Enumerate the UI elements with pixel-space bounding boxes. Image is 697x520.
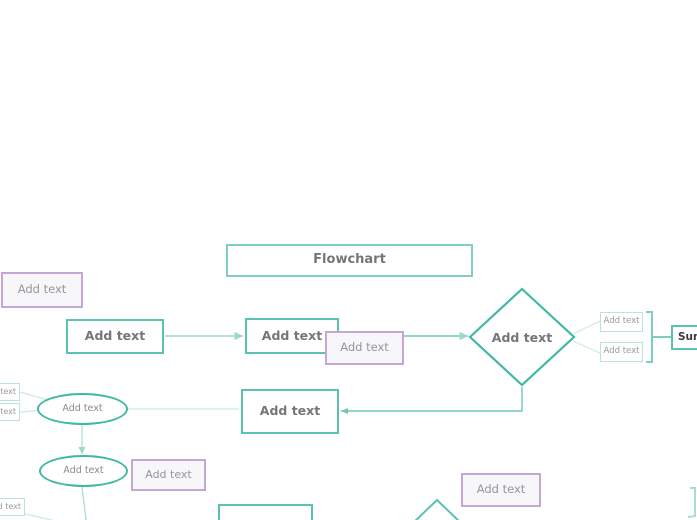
edge-tag1-ellipse1	[19, 391, 49, 401]
edge-tag3-down	[24, 513, 53, 520]
note-top-left[interactable]: Add text	[1, 272, 83, 308]
tag-left-2[interactable]: text	[0, 403, 20, 421]
note-top-left-label: Add text	[17, 282, 67, 297]
decision-node[interactable]: Add text	[468, 287, 576, 387]
summary-label: Summ	[678, 331, 697, 344]
tag-left-2-label: text	[0, 407, 16, 417]
ellipse-node-2[interactable]: Add text	[39, 455, 128, 487]
process-node-2[interactable]: Add text	[245, 318, 339, 354]
tag-left-3-label: dd text	[0, 502, 21, 512]
tag-left-3[interactable]: dd text	[0, 498, 25, 516]
summary-box[interactable]: Summ	[671, 325, 697, 350]
flowchart-title-label: Flowchart	[313, 252, 386, 268]
note-bottom[interactable]: Add text	[461, 473, 541, 507]
ellipse-node-2-label: Add text	[63, 464, 104, 476]
branch-no-label: Add text	[603, 346, 640, 357]
edge-decision-branch-no	[572, 340, 601, 354]
note-ellipse[interactable]: Add text	[131, 459, 206, 491]
flowchart-title-box[interactable]: Flowchart	[226, 244, 473, 277]
tag-left-1[interactable]: text	[0, 383, 20, 401]
process-node-3[interactable]: Add text	[241, 389, 339, 434]
bracket-branches	[646, 311, 653, 363]
ellipse-node-1[interactable]: Add text	[37, 393, 128, 425]
note-middle[interactable]: Add text	[325, 331, 404, 365]
process-node-2-label: Add text	[261, 327, 323, 343]
process-node-3-label: Add text	[259, 403, 321, 419]
process-node-1-label: Add text	[84, 328, 146, 344]
edge-decision-process3	[341, 387, 523, 412]
branch-yes-box[interactable]: Add text	[600, 312, 643, 332]
tag-left-1-label: text	[0, 387, 16, 397]
edge-ellipse2-down	[81, 486, 87, 520]
note-middle-label: Add text	[340, 340, 389, 355]
partial-shape-bottom-right	[687, 487, 696, 518]
note-bottom-label: Add text	[476, 482, 526, 497]
arrowhead-process3	[341, 408, 348, 414]
decision-node-label: Add text	[491, 329, 553, 345]
branch-yes-label: Add text	[603, 316, 640, 327]
process-node-1[interactable]: Add text	[66, 319, 164, 354]
edge-decision-branch-yes	[572, 320, 601, 335]
ellipse-node-1-label: Add text	[62, 402, 103, 414]
partial-rect-bottom	[218, 504, 313, 520]
branch-no-box[interactable]: Add text	[600, 342, 643, 362]
note-ellipse-label: Add text	[145, 467, 192, 481]
decision-diamond-shape	[468, 287, 576, 387]
